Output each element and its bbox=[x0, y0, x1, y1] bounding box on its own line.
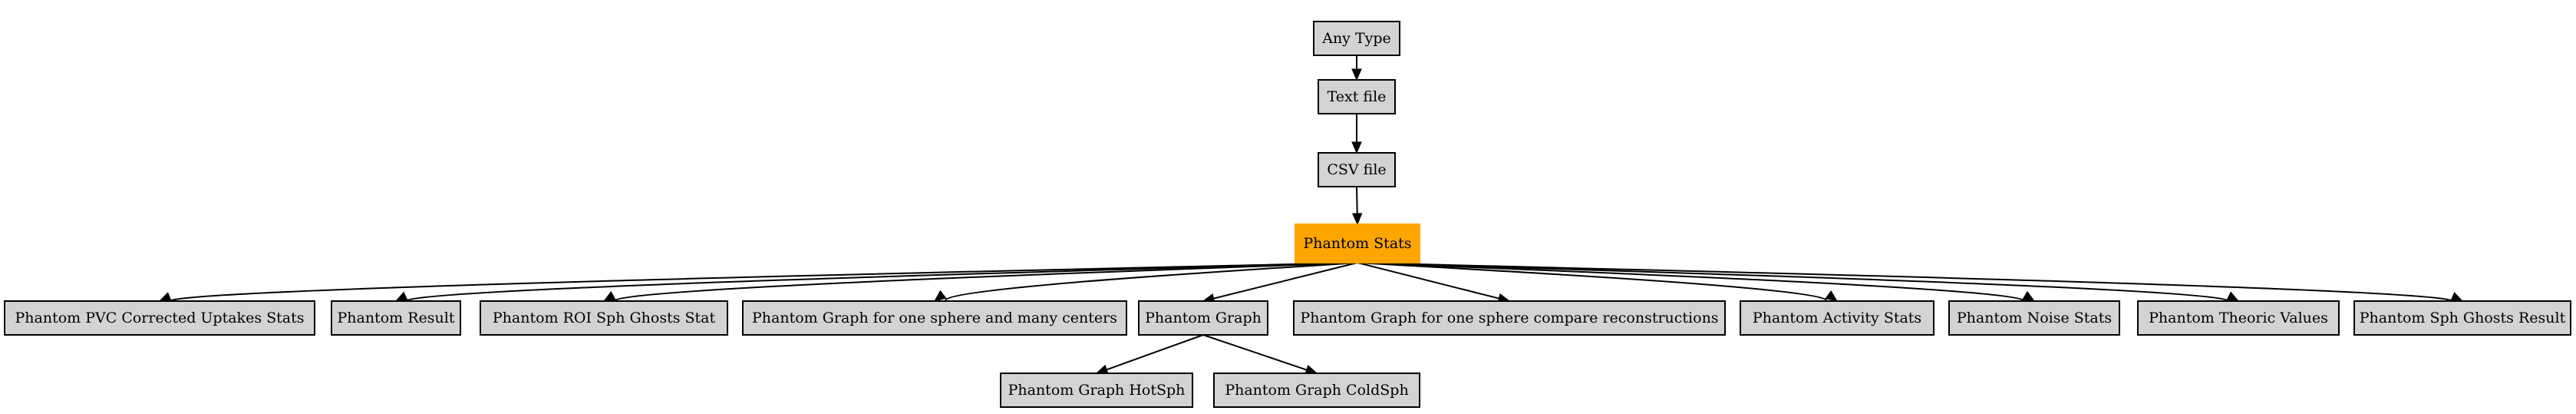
node-box-text bbox=[1318, 79, 1396, 114]
node-box-stats bbox=[1295, 224, 1420, 263]
node-label-stats: Phantom Stats bbox=[1303, 235, 1411, 252]
node-box-pvc bbox=[4, 300, 315, 336]
node-activity[interactable]: Phantom Activity Stats bbox=[1740, 300, 1934, 336]
node-box-activity bbox=[1740, 300, 1934, 336]
node-box-csv bbox=[1318, 152, 1396, 187]
node-box-noise bbox=[1948, 300, 2120, 336]
arrowhead-icon bbox=[1825, 290, 1839, 302]
edges bbox=[158, 55, 2464, 375]
arrowhead-icon bbox=[2450, 292, 2464, 302]
node-box-result bbox=[331, 300, 461, 336]
node-noise[interactable]: Phantom Noise Stats bbox=[1948, 300, 2120, 336]
node-label-csv: CSV file bbox=[1327, 161, 1386, 178]
node-label-graph: Phantom Graph bbox=[1145, 310, 1262, 326]
node-label-text: Text file bbox=[1328, 88, 1387, 105]
node-roi[interactable]: Phantom ROI Sph Ghosts Stat bbox=[480, 300, 728, 336]
arrowhead-icon bbox=[1351, 141, 1362, 154]
node-csv[interactable]: CSV file bbox=[1318, 152, 1396, 187]
node-label-activity: Phantom Activity Stats bbox=[1753, 310, 1921, 326]
edge-stats-to-graph bbox=[1213, 262, 1358, 300]
node-box-ghosts bbox=[2353, 300, 2571, 336]
arrowhead-icon bbox=[2226, 291, 2240, 302]
node-label-hot: Phantom Graph HotSph bbox=[1008, 382, 1186, 399]
arrowhead-icon bbox=[2022, 290, 2036, 302]
node-box-cold bbox=[1213, 373, 1420, 408]
node-ghosts[interactable]: Phantom Sph Ghosts Result bbox=[2353, 300, 2571, 336]
node-label-compare: Phantom Graph for one sphere compare rec… bbox=[1300, 310, 1718, 326]
arrowhead-icon bbox=[602, 291, 616, 302]
node-hot[interactable]: Phantom Graph HotSph bbox=[1000, 373, 1193, 408]
node-stats[interactable]: Phantom Stats bbox=[1295, 224, 1420, 263]
node-manycenters[interactable]: Phantom Graph for one sphere and many ce… bbox=[742, 300, 1127, 336]
edge-stats-to-manycenters bbox=[945, 262, 1358, 301]
arrowhead-icon bbox=[394, 291, 408, 302]
arrowhead-icon bbox=[1351, 68, 1362, 81]
arrowhead-icon bbox=[1351, 213, 1363, 226]
node-pvc[interactable]: Phantom PVC Corrected Uptakes Stats bbox=[4, 300, 315, 336]
node-label-manycenters: Phantom Graph for one sphere and many ce… bbox=[752, 310, 1117, 326]
node-result[interactable]: Phantom Result bbox=[331, 300, 461, 336]
node-label-ghosts: Phantom Sph Ghosts Result bbox=[2360, 310, 2566, 326]
node-box-hot bbox=[1000, 373, 1193, 408]
node-box-roi bbox=[480, 300, 728, 336]
node-graph[interactable]: Phantom Graph bbox=[1138, 300, 1268, 336]
arrowhead-icon bbox=[933, 290, 947, 302]
node-label-any: Any Type bbox=[1321, 30, 1391, 47]
node-compare[interactable]: Phantom Graph for one sphere compare rec… bbox=[1293, 300, 1726, 336]
node-cold[interactable]: Phantom Graph ColdSph bbox=[1213, 373, 1420, 408]
edge-graph-to-cold bbox=[1202, 334, 1308, 371]
node-text[interactable]: Text file bbox=[1318, 79, 1396, 114]
edge-stats-to-result bbox=[406, 262, 1358, 302]
node-label-noise: Phantom Noise Stats bbox=[1957, 310, 2112, 326]
node-box-any bbox=[1313, 21, 1400, 56]
arrowhead-icon bbox=[158, 292, 172, 302]
node-label-pvc: Phantom PVC Corrected Uptakes Stats bbox=[15, 310, 305, 326]
edge-stats-to-compare bbox=[1357, 262, 1499, 300]
node-label-theoric: Phantom Theoric Values bbox=[2149, 310, 2328, 326]
node-any[interactable]: Any Type bbox=[1313, 21, 1400, 56]
edge-graph-to-hot bbox=[1106, 334, 1204, 371]
node-label-cold: Phantom Graph ColdSph bbox=[1225, 382, 1408, 399]
edge-stats-to-activity bbox=[1357, 262, 1827, 301]
node-box-compare bbox=[1293, 300, 1726, 336]
edge-stats-to-roi bbox=[614, 262, 1358, 302]
node-label-roi: Phantom ROI Sph Ghosts Stat bbox=[493, 310, 716, 326]
edge-stats-to-ghosts bbox=[1357, 262, 2452, 302]
node-theoric[interactable]: Phantom Theoric Values bbox=[2137, 300, 2340, 336]
node-label-result: Phantom Result bbox=[338, 310, 455, 326]
node-box-graph bbox=[1138, 300, 1268, 336]
node-box-theoric bbox=[2137, 300, 2340, 336]
node-box-manycenters bbox=[742, 300, 1127, 336]
